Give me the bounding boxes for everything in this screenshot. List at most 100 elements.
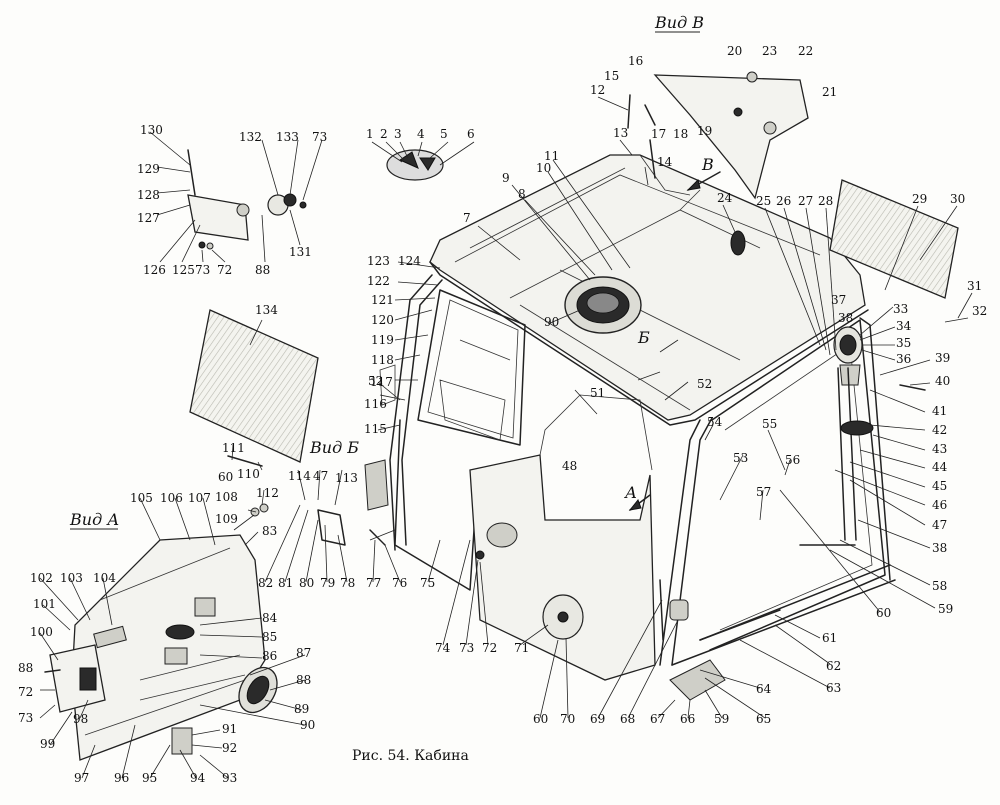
- callout-105: 105: [130, 491, 153, 505]
- callout-94: 94: [190, 771, 206, 785]
- callout-72-center: 72: [482, 641, 497, 655]
- callout-22: 22: [798, 44, 813, 58]
- rear-glass: [829, 179, 959, 299]
- callout-106: 106: [160, 491, 183, 505]
- callout-55: 55: [762, 417, 777, 431]
- callout-13: 13: [613, 126, 628, 140]
- callout-73-box: 73: [18, 711, 33, 725]
- latch-plate: [171, 727, 193, 755]
- arrow-v-letter: В: [701, 155, 714, 174]
- callout-116: 116: [364, 397, 387, 411]
- callout-68: 68: [620, 712, 635, 726]
- callout-103: 103: [60, 571, 83, 585]
- callout-124: 124: [398, 254, 421, 268]
- callout-54: 54: [707, 415, 723, 429]
- callout-83: 83: [262, 524, 277, 538]
- callout-60-right: 60: [876, 606, 891, 620]
- callout-118: 118: [371, 353, 394, 367]
- callout-41: 41: [932, 404, 947, 418]
- callout-6: 6: [467, 127, 475, 141]
- callout-75: 75: [420, 576, 435, 590]
- callout-91: 91: [222, 722, 237, 736]
- callout-69: 69: [590, 712, 605, 726]
- callout-93: 93: [222, 771, 237, 785]
- callout-26: 26: [776, 194, 791, 208]
- view-arrows: [44, 171, 721, 673]
- callout-129: 129: [137, 162, 160, 176]
- callout-66: 66: [680, 712, 695, 726]
- callout-86: 86: [262, 649, 277, 663]
- callout-59-lower: 59: [714, 712, 729, 726]
- callout-72-box: 72: [18, 685, 33, 699]
- callout-40: 40: [935, 374, 950, 388]
- callout-67: 67: [650, 712, 665, 726]
- callout-61: 61: [822, 631, 837, 645]
- callout-87: 87: [296, 646, 311, 660]
- callout-14: 14: [657, 155, 673, 169]
- callout-27: 27: [798, 194, 813, 208]
- callout-131: 131: [289, 245, 312, 259]
- callout-53: 53: [733, 451, 748, 465]
- callout-128: 128: [137, 188, 160, 202]
- callout-90-door: 90: [300, 718, 315, 732]
- callout-45: 45: [932, 479, 947, 493]
- callout-107: 107: [188, 491, 211, 505]
- callout-73-hinge: 73: [195, 263, 210, 277]
- fan-detail: [386, 149, 444, 181]
- callout-32: 32: [972, 304, 987, 318]
- callout-77: 77: [366, 576, 381, 590]
- callout-29: 29: [912, 192, 927, 206]
- callout-122: 122: [367, 274, 390, 288]
- callout-97: 97: [74, 771, 89, 785]
- callout-134: 134: [255, 303, 278, 317]
- callout-78: 78: [340, 576, 355, 590]
- callout-5: 5: [440, 127, 448, 141]
- callout-12: 12: [590, 83, 605, 97]
- callout-47-left: 47: [313, 469, 328, 483]
- callout-84: 84: [262, 611, 278, 625]
- callout-81: 81: [278, 576, 293, 590]
- mirror-bracket: [627, 71, 809, 200]
- callout-47-right: 47: [932, 518, 947, 532]
- callout-115: 115: [364, 422, 387, 436]
- callout-79: 79: [320, 576, 335, 590]
- callout-20: 20: [727, 44, 742, 58]
- lower-parts: [475, 522, 726, 701]
- callout-104: 104: [93, 571, 116, 585]
- callout-16: 16: [628, 54, 643, 68]
- side-glass: [189, 309, 319, 463]
- callout-8: 8: [518, 187, 526, 201]
- callout-127: 127: [137, 211, 160, 225]
- callout-109: 109: [215, 512, 238, 526]
- callout-119: 119: [371, 333, 394, 347]
- callout-114: 114: [288, 469, 311, 483]
- arrow-a-letter: А: [624, 483, 637, 502]
- callout-24: 24: [717, 191, 733, 205]
- callout-74: 74: [435, 641, 451, 655]
- callout-85: 85: [262, 630, 277, 644]
- callout-123: 123: [367, 254, 390, 268]
- callout-34: 34: [896, 319, 912, 333]
- callout-57: 57: [756, 485, 771, 499]
- door-lock-box: [49, 644, 106, 713]
- callout-25: 25: [756, 194, 771, 208]
- callout-38-lower: 38: [932, 541, 947, 555]
- callout-labels: 1 2 3 4 5 6 7 8 9 10 11 12 13 14 15 16 1…: [18, 44, 987, 785]
- door-panel: [71, 534, 266, 761]
- callout-121: 121: [371, 293, 394, 307]
- small-fasteners: [227, 455, 386, 546]
- callout-19: 19: [697, 124, 712, 138]
- callout-56: 56: [785, 453, 800, 467]
- callout-98: 98: [73, 712, 88, 726]
- cab-body: [364, 274, 896, 681]
- callout-35: 35: [896, 336, 911, 350]
- callout-36: 36: [896, 352, 911, 366]
- callout-33: 33: [893, 302, 908, 316]
- callout-90-roof: 90: [544, 315, 559, 329]
- callout-4: 4: [417, 127, 425, 141]
- callout-88-door: 88: [296, 673, 311, 687]
- callout-2: 2: [380, 127, 388, 141]
- figure-caption: Рис. 54. Кабина: [352, 748, 469, 764]
